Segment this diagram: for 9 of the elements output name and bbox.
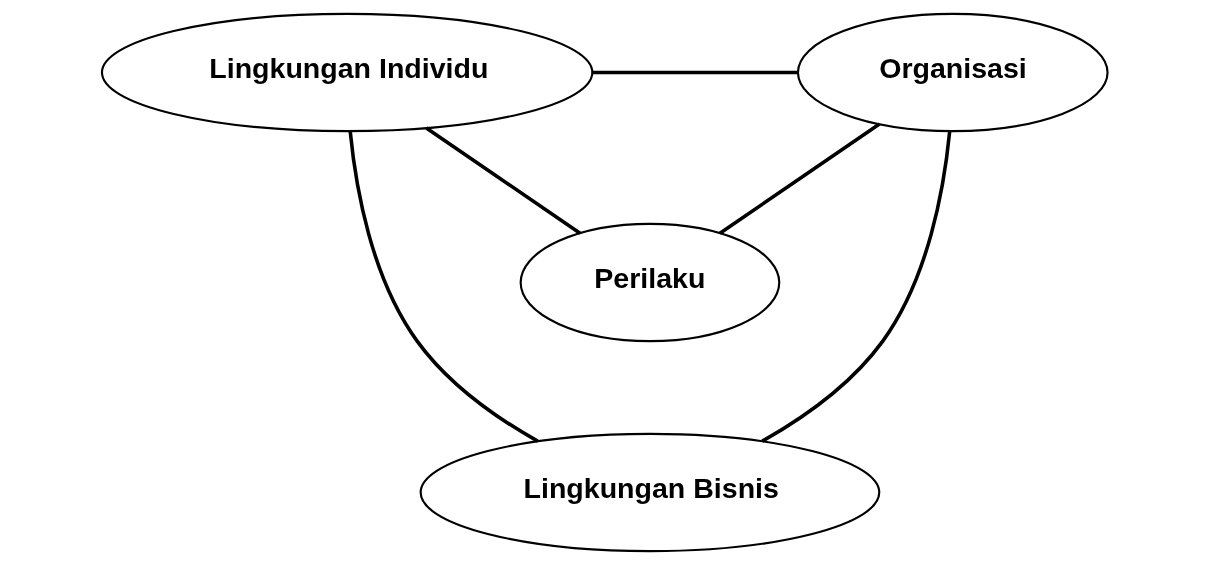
node-ellipse: Lingkungan Bisnis [419,432,880,553]
connector [347,130,539,443]
node-ellipse: Perilaku [519,222,780,343]
connector [718,122,880,235]
node-ellipse: Organisasi [796,12,1109,133]
node-ellipse: Lingkungan Individu [100,12,593,133]
connector [760,130,951,443]
connector [424,126,581,235]
connector [592,70,798,75]
